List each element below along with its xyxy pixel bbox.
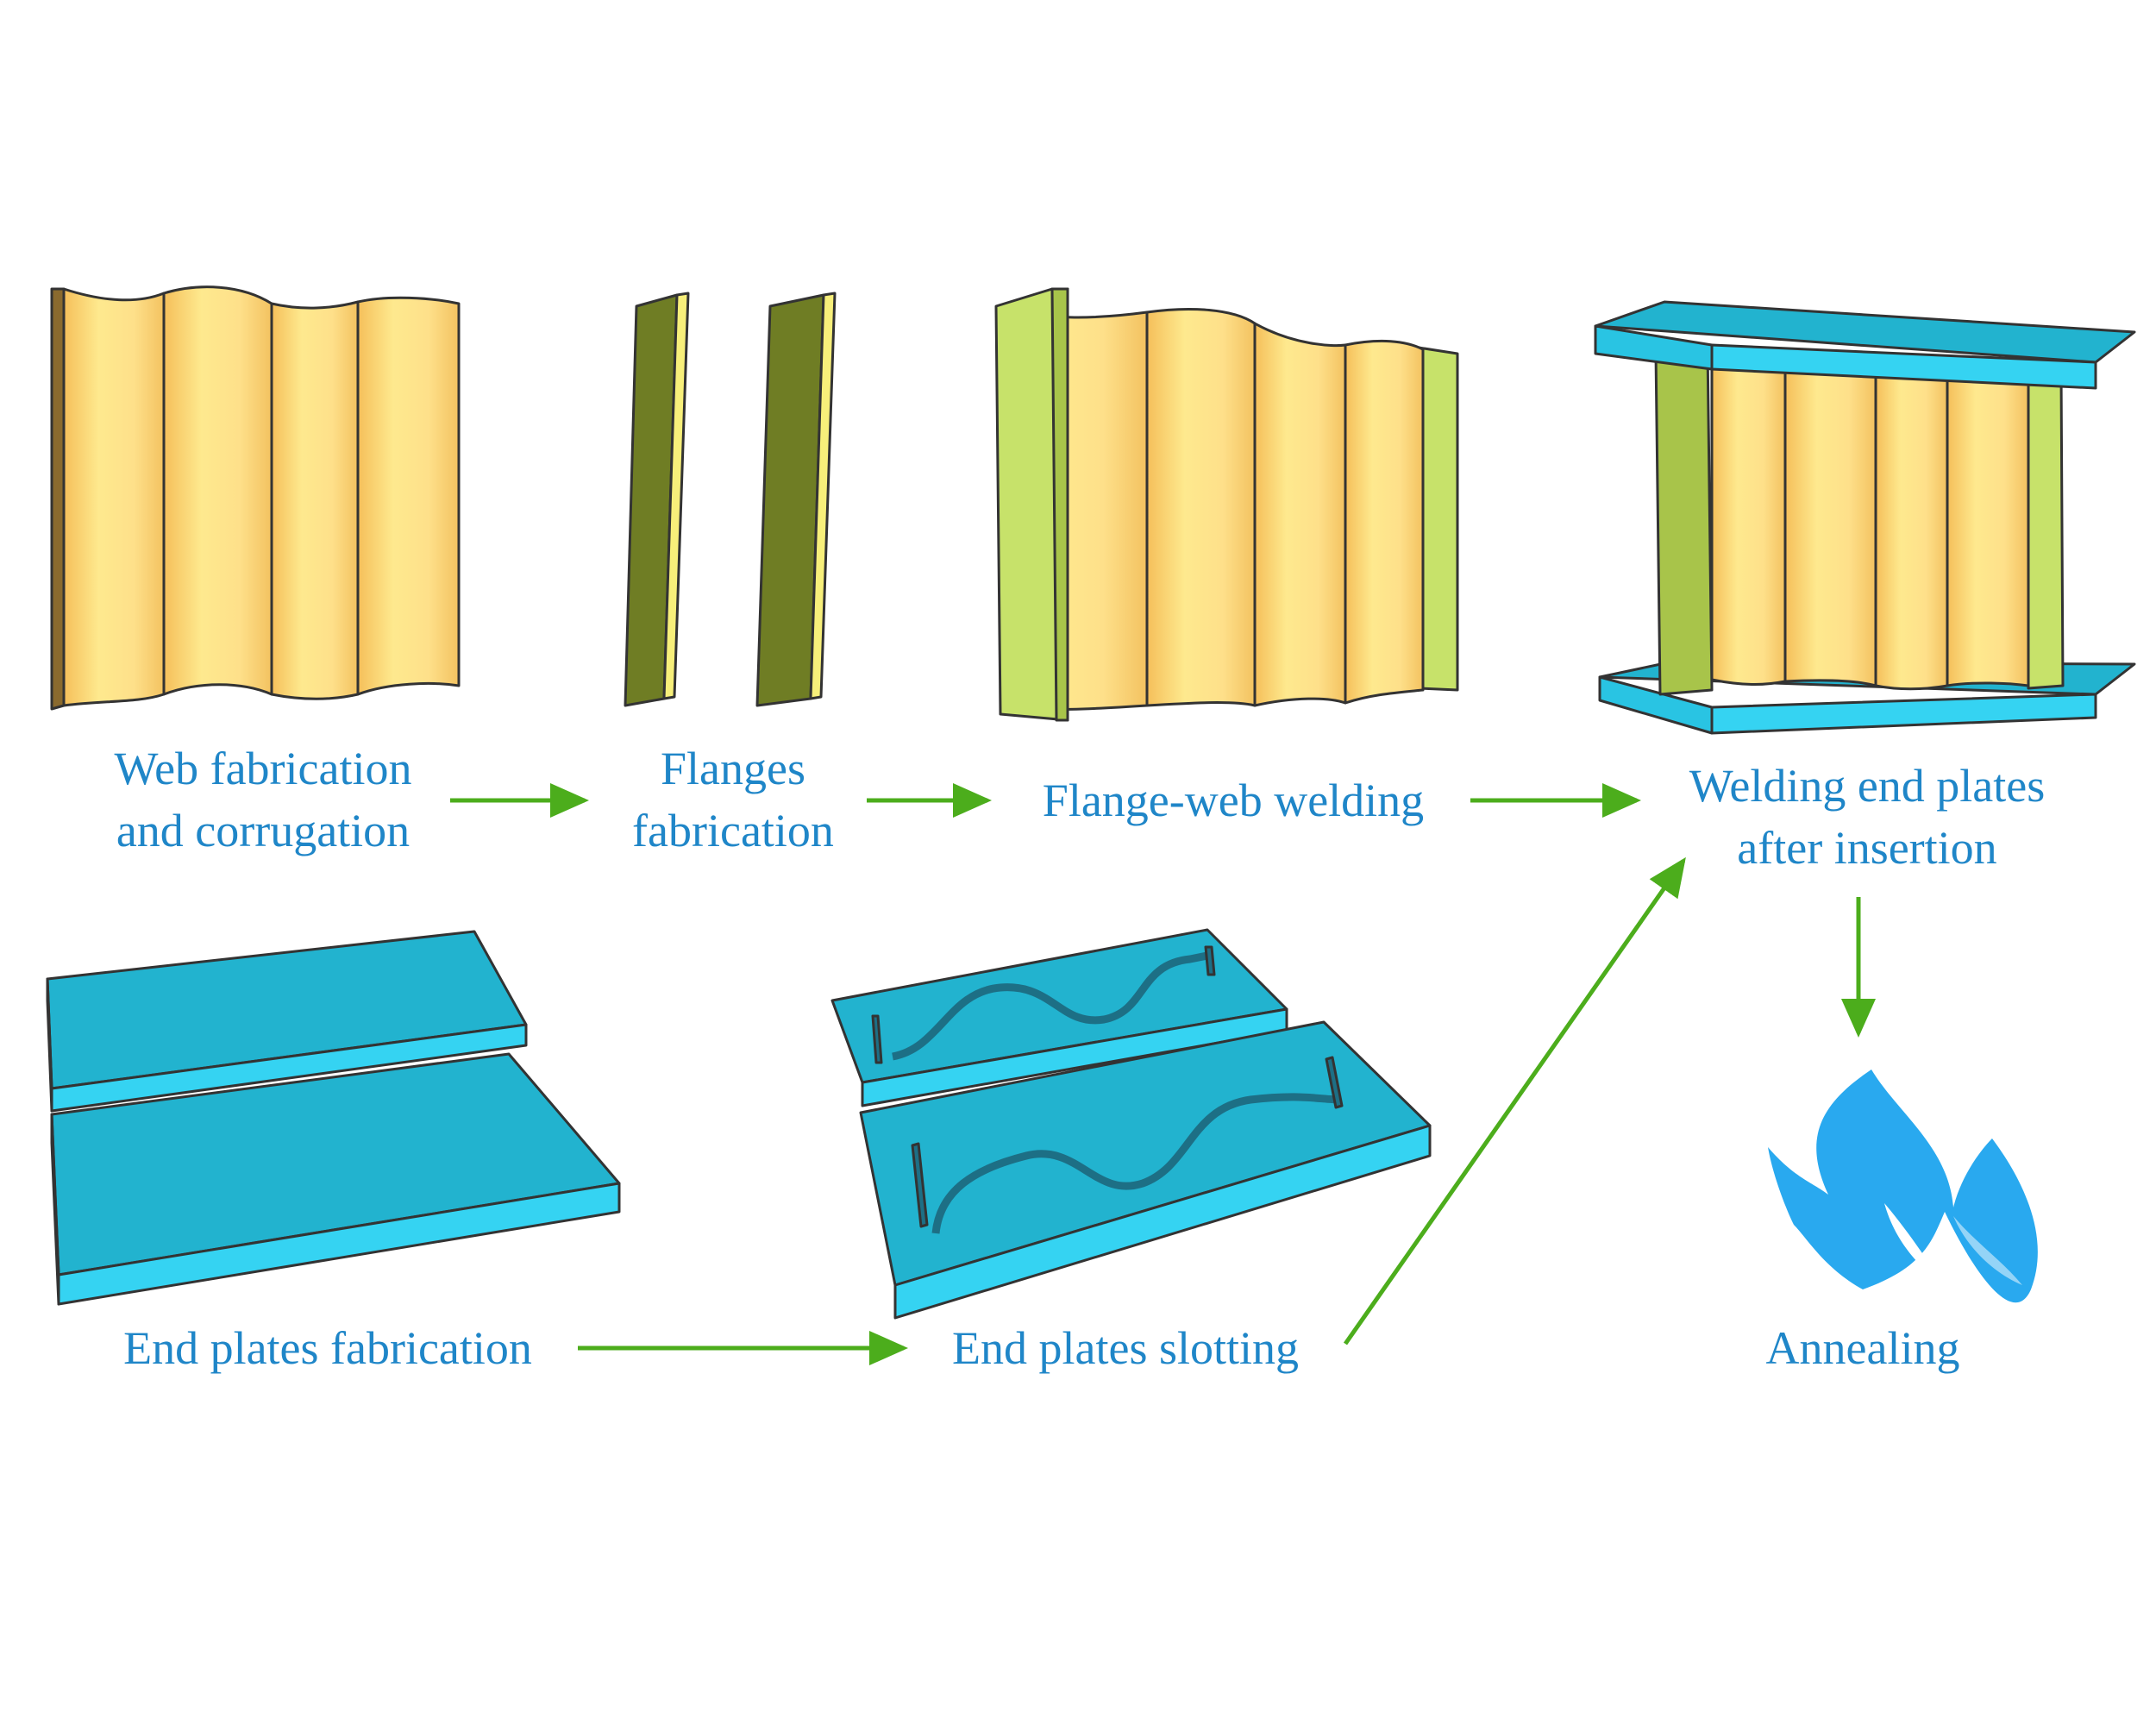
flanges-illustration [624,292,837,707]
assembled-girder-illustration [1594,300,2136,735]
label-end-plates-slotting: End plates slotting [952,1322,1299,1374]
welded-girder-illustration [994,287,1459,722]
corrugated-web-illustration [50,285,461,711]
end-plates-illustration [46,930,621,1306]
label-end-plates-fabrication: End plates fabrication [123,1322,532,1374]
arrow-slotting-to-welding [1343,856,1686,1346]
label-annealing: Annealing [1765,1322,1960,1374]
label-flange-web-welding: Flange-web welding [1042,775,1425,826]
process-arrows [450,783,1876,1365]
flame-icon [1768,1070,2038,1303]
label-web-fabrication: Web fabrication and corrugation [114,743,412,856]
label-welding-end-plates: Welding end plates after insertion [1689,760,2046,874]
slotted-end-plates-illustration [830,928,1432,1320]
label-flanges-fabrication: Flanges fabrication [632,743,834,856]
